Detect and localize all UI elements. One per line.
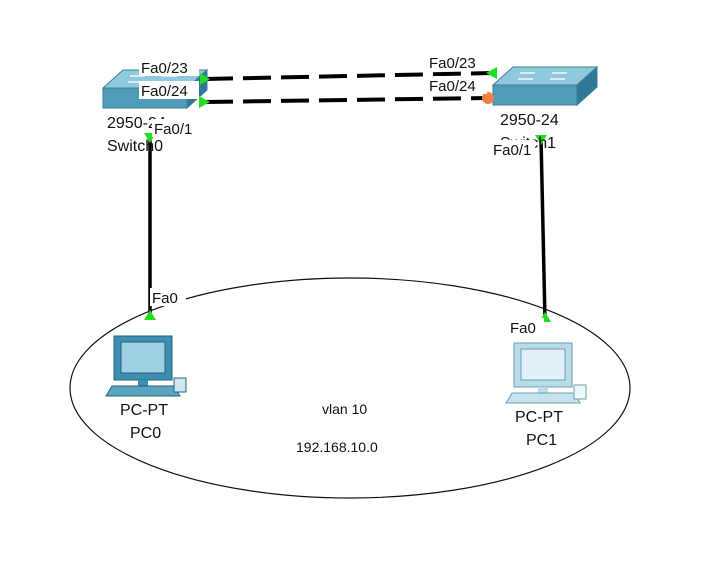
pc0-name-label: PC0 <box>130 425 161 442</box>
port-label-sw1-fa0-24: Fa0/24 <box>429 78 476 95</box>
pc0-device[interactable] <box>105 335 187 397</box>
switch-icon <box>518 72 567 80</box>
port-light-sw1-fa0-1 <box>535 135 547 145</box>
port-light-sw1-fa0-24 <box>482 92 494 104</box>
switch1-model-label: 2950-24 <box>500 112 559 129</box>
port-label-sw1-fa0-23: Fa0/23 <box>429 55 476 72</box>
pc1-device[interactable] <box>505 342 587 404</box>
port-light-pc0-fa0 <box>144 310 156 320</box>
switch0-name-label: Switch0 <box>107 138 163 155</box>
network-address-label: 192.168.10.0 <box>296 439 378 455</box>
port-label-sw0-fa0-24: Fa0/24 <box>141 83 188 100</box>
pc1-name-label: PC1 <box>526 432 557 449</box>
port-label-pc1-fa0: Fa0 <box>510 320 536 337</box>
port-label-sw1-fa0-1: Fa0/1 <box>493 142 531 159</box>
trunk-link-fa0-24[interactable] <box>204 96 488 104</box>
link-switch1-pc1[interactable] <box>539 137 547 321</box>
pc0-type-label: PC-PT <box>120 402 168 419</box>
switch1-device[interactable] <box>491 65 599 107</box>
port-light-sw0-fa0-23 <box>200 73 210 85</box>
port-label-sw0-fa0-1: Fa0/1 <box>154 121 192 138</box>
port-label-sw0-fa0-23: Fa0/23 <box>141 60 188 77</box>
port-label-pc0-fa0: Fa0 <box>152 290 178 307</box>
vlan-area <box>69 277 631 499</box>
trunk-link-fa0-23[interactable] <box>204 71 493 81</box>
switch0-model-label: 2950-24 <box>107 115 166 132</box>
vlan-label: vlan 10 <box>322 401 367 417</box>
pc1-type-label: PC-PT <box>515 409 563 426</box>
port-light-sw0-fa0-24 <box>199 96 210 108</box>
port-light-sw1-fa0-23 <box>486 67 497 79</box>
